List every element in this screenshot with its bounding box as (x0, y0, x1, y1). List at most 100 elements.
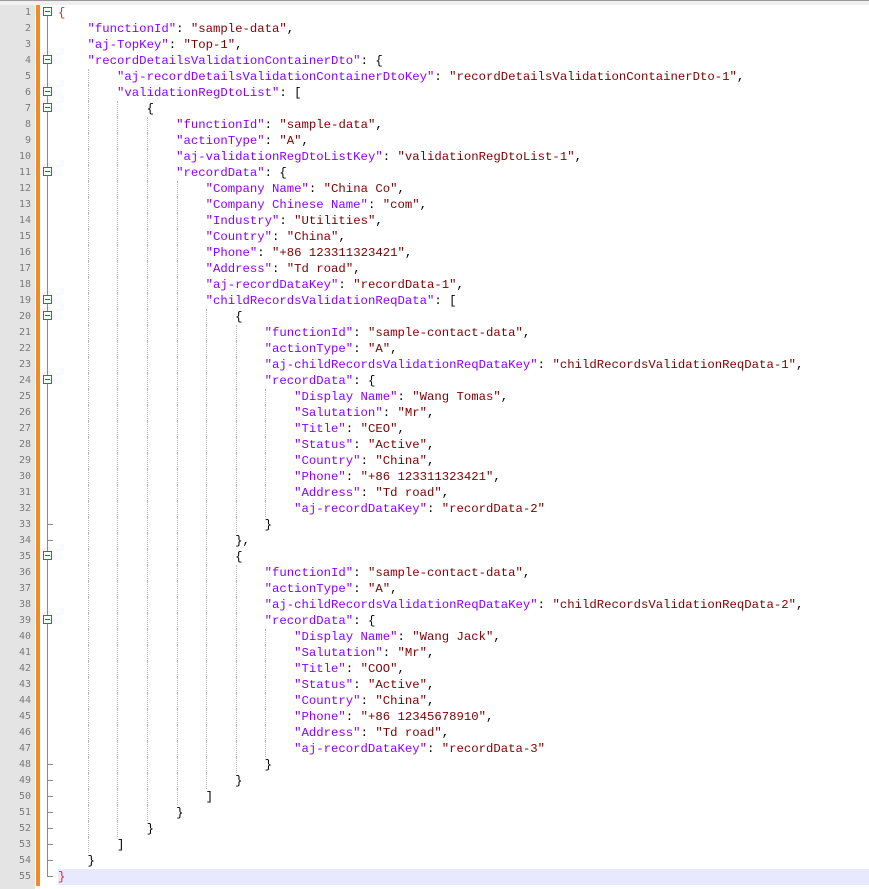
code-text[interactable]: } (58, 821, 869, 837)
code-line[interactable]: 53 ] (0, 837, 869, 853)
code-line[interactable]: 25 "Display Name": "Wang Tomas", (0, 389, 869, 405)
code-line[interactable]: 40 "Display Name": "Wang Jack", (0, 629, 869, 645)
code-text[interactable]: { (58, 101, 869, 117)
code-line[interactable]: 5 "aj-recordDetailsValidationContainerDt… (0, 69, 869, 85)
code-line[interactable]: 7 { (0, 101, 869, 117)
code-line[interactable]: 45 "Phone": "+86 12345678910", (0, 709, 869, 725)
code-text[interactable]: "aj-recordDataKey": "recordData-1", (58, 277, 869, 293)
code-text[interactable]: "Address": "Td road", (58, 261, 869, 277)
code-text[interactable]: "Title": "COO", (58, 661, 869, 677)
code-text[interactable]: } (58, 853, 869, 869)
code-line[interactable]: 44 "Country": "China", (0, 693, 869, 709)
code-line[interactable]: 39 "recordData": { (0, 613, 869, 629)
code-line[interactable]: 54 } (0, 853, 869, 869)
code-line[interactable]: 3 "aj-TopKey": "Top-1", (0, 37, 869, 53)
code-text[interactable]: "Title": "CEO", (58, 421, 869, 437)
code-line[interactable]: 50 ] (0, 789, 869, 805)
code-text[interactable]: } (58, 773, 869, 789)
code-line[interactable]: 8 "functionId": "sample-data", (0, 117, 869, 133)
code-line[interactable]: 48 } (0, 757, 869, 773)
code-text[interactable]: "childRecordsValidationReqData": [ (58, 293, 869, 309)
code-line[interactable]: 29 "Country": "China", (0, 453, 869, 469)
code-text[interactable]: "recordDetailsValidationContainerDto": { (58, 53, 869, 69)
code-text[interactable]: "aj-recordDataKey": "recordData-2" (58, 501, 869, 517)
code-line[interactable]: 41 "Salutation": "Mr", (0, 645, 869, 661)
code-line[interactable]: 2 "functionId": "sample-data", (0, 21, 869, 37)
code-line[interactable]: 28 "Status": "Active", (0, 437, 869, 453)
code-line[interactable]: 34 }, (0, 533, 869, 549)
fold-collapse-icon[interactable] (43, 165, 56, 181)
code-line[interactable]: 1{ (0, 5, 869, 21)
code-line[interactable]: 37 "actionType": "A", (0, 581, 869, 597)
code-line[interactable]: 32 "aj-recordDataKey": "recordData-2" (0, 501, 869, 517)
code-line[interactable]: 11 "recordData": { (0, 165, 869, 181)
code-line[interactable]: 22 "actionType": "A", (0, 341, 869, 357)
fold-collapse-icon[interactable] (43, 293, 56, 309)
code-text[interactable]: "aj-childRecordsValidationReqDataKey": "… (58, 597, 869, 613)
code-line[interactable]: 18 "aj-recordDataKey": "recordData-1", (0, 277, 869, 293)
code-line[interactable]: 24 "recordData": { (0, 373, 869, 389)
code-line[interactable]: 14 "Industry": "Utilities", (0, 213, 869, 229)
code-line[interactable]: 38 "aj-childRecordsValidationReqDataKey"… (0, 597, 869, 613)
code-line[interactable]: 27 "Title": "CEO", (0, 421, 869, 437)
code-line[interactable]: 49 } (0, 773, 869, 789)
code-text[interactable]: "Display Name": "Wang Jack", (58, 629, 869, 645)
code-line[interactable]: 19 "childRecordsValidationReqData": [ (0, 293, 869, 309)
code-text[interactable]: "Phone": "+86 123311323421", (58, 245, 869, 261)
code-text[interactable]: ] (58, 837, 869, 853)
code-line[interactable]: 46 "Address": "Td road", (0, 725, 869, 741)
code-text[interactable]: "Address": "Td road", (58, 485, 869, 501)
code-line[interactable]: 12 "Company Name": "China Co", (0, 181, 869, 197)
code-text[interactable]: "Address": "Td road", (58, 725, 869, 741)
code-line[interactable]: 4 "recordDetailsValidationContainerDto":… (0, 53, 869, 69)
fold-collapse-icon[interactable] (43, 53, 56, 69)
code-line[interactable]: 21 "functionId": "sample-contact-data", (0, 325, 869, 341)
code-text[interactable]: "Phone": "+86 12345678910", (58, 709, 869, 725)
code-text[interactable]: "aj-childRecordsValidationReqDataKey": "… (58, 357, 869, 373)
code-line[interactable]: 16 "Phone": "+86 123311323421", (0, 245, 869, 261)
code-line[interactable]: 26 "Salutation": "Mr", (0, 405, 869, 421)
code-text[interactable]: "Industry": "Utilities", (58, 213, 869, 229)
fold-collapse-icon[interactable] (43, 85, 56, 101)
code-text[interactable]: "Status": "Active", (58, 677, 869, 693)
code-line[interactable]: 13 "Company Chinese Name": "com", (0, 197, 869, 213)
code-text[interactable]: "Company Name": "China Co", (58, 181, 869, 197)
fold-collapse-icon[interactable] (43, 549, 56, 565)
code-line[interactable]: 20 { (0, 309, 869, 325)
fold-collapse-icon[interactable] (43, 613, 56, 629)
fold-collapse-icon[interactable] (43, 101, 56, 117)
code-line[interactable]: 33 } (0, 517, 869, 533)
code-line[interactable]: 30 "Phone": "+86 123311323421", (0, 469, 869, 485)
code-text[interactable]: "functionId": "sample-data", (58, 21, 869, 37)
code-line[interactable]: 35 { (0, 549, 869, 565)
code-text[interactable]: "aj-recordDetailsValidationContainerDtoK… (58, 69, 869, 85)
code-text[interactable]: "functionId": "sample-contact-data", (58, 325, 869, 341)
code-line[interactable]: 6 "validationRegDtoList": [ (0, 85, 869, 101)
code-text[interactable]: "functionId": "sample-contact-data", (58, 565, 869, 581)
code-text[interactable]: "recordData": { (58, 613, 869, 629)
code-text[interactable]: "aj-validationRegDtoListKey": "validatio… (58, 149, 869, 165)
code-text[interactable]: "Salutation": "Mr", (58, 645, 869, 661)
code-text[interactable]: "recordData": { (58, 373, 869, 389)
code-lines[interactable]: 1{2 "functionId": "sample-data",3 "aj-To… (0, 5, 869, 885)
code-text[interactable]: { (58, 549, 869, 565)
code-text[interactable]: } (58, 517, 869, 533)
code-text[interactable]: { (58, 5, 869, 21)
code-text[interactable]: "validationRegDtoList": [ (58, 85, 869, 101)
code-text[interactable]: "actionType": "A", (58, 581, 869, 597)
code-text[interactable]: } (58, 805, 869, 821)
code-text[interactable]: { (58, 309, 869, 325)
code-line[interactable]: 43 "Status": "Active", (0, 677, 869, 693)
code-text[interactable]: "Display Name": "Wang Tomas", (58, 389, 869, 405)
code-text[interactable]: "functionId": "sample-data", (58, 117, 869, 133)
code-text[interactable]: ] (58, 789, 869, 805)
code-line[interactable]: 10 "aj-validationRegDtoListKey": "valida… (0, 149, 869, 165)
code-text[interactable]: }, (58, 533, 869, 549)
code-line[interactable]: 51 } (0, 805, 869, 821)
code-text[interactable]: "Country": "China", (58, 693, 869, 709)
code-text[interactable]: "aj-recordDataKey": "recordData-3" (58, 741, 869, 757)
fold-collapse-icon[interactable] (43, 373, 56, 389)
code-line[interactable]: 9 "actionType": "A", (0, 133, 869, 149)
code-line[interactable]: 15 "Country": "China", (0, 229, 869, 245)
